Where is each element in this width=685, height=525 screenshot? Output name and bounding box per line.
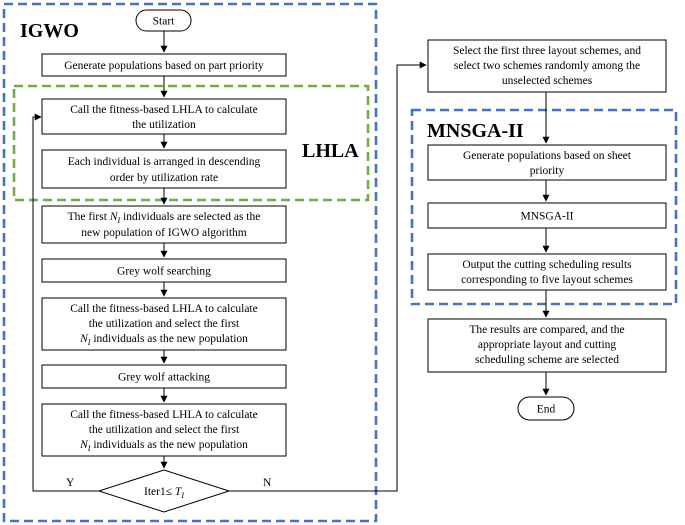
grey-wolf-searching-node — [41, 258, 287, 283]
select-layouts-line2: select two schemes randomly among the — [454, 60, 640, 72]
call-fitness-2-node — [41, 297, 287, 351]
end-label: End — [537, 404, 556, 416]
arrange-node — [41, 149, 287, 189]
call-fitness-1-node — [41, 98, 287, 135]
grey-wolf-attacking-label: Grey wolf attacking — [118, 372, 210, 384]
arrange-line2: order by utilization rate — [110, 172, 218, 184]
call-fitness-2-var: N — [79, 333, 89, 345]
first-n-line1: The first NI individuals are selected as… — [68, 211, 261, 225]
first-n-line2: new population of IGWO algorithm — [81, 227, 246, 239]
edge-label-no: N — [263, 477, 272, 489]
decision-sub: I — [180, 491, 184, 500]
select-layouts-line1: Select the first three layout schemes, a… — [453, 45, 641, 57]
lhla-group-frame — [12, 84, 370, 202]
compare-line3: scheduling scheme are selected — [475, 354, 619, 366]
mnsga-step-label: MNSGA-II — [520, 211, 573, 223]
arrange-line1: Each individual is arranged in descendin… — [68, 156, 261, 168]
output-results-node — [427, 253, 667, 291]
compare-node — [427, 318, 667, 373]
start-label: Start — [153, 16, 176, 28]
call-fitness-2-post: individuals as the new population — [90, 333, 248, 345]
first-n-post: individuals are selected as the — [120, 211, 260, 223]
compare-line1: The results are compared, and the — [469, 324, 624, 336]
first-n-sub: I — [116, 216, 120, 225]
gen-sheet-priority-line2: priority — [530, 165, 565, 177]
end-node — [517, 396, 575, 421]
call-fitness-2-line3: NI individuals as the new population — [79, 333, 248, 347]
compare-line2: appropriate layout and cutting — [478, 339, 617, 351]
call-fitness-3-post: individuals as the new population — [90, 439, 248, 451]
select-layouts-line3: unselected schemes — [502, 75, 593, 87]
grey-wolf-searching-label: Grey wolf searching — [117, 266, 211, 278]
call-fitness-1-line1: Call the fitness-based LHLA to calculate — [70, 104, 257, 116]
call-fitness-1-line2: the utilization — [132, 119, 196, 131]
call-fitness-2-line1: Call the fitness-based LHLA to calculate — [70, 303, 257, 315]
mnsga-step-node — [427, 202, 667, 229]
igwo-group-label: IGWO — [20, 20, 79, 42]
edge-no-exit — [229, 61, 427, 492]
call-fitness-3-var: N — [79, 439, 89, 451]
output-results-line2: corresponding to five layout schemes — [461, 274, 633, 286]
call-fitness-3-line1: Call the fitness-based LHLA to calculate — [70, 409, 257, 421]
gen-part-priority-node — [41, 53, 287, 77]
gen-sheet-priority-line1: Generate populations based on sheet — [463, 150, 632, 162]
decision-var: T — [175, 486, 183, 498]
start-node — [135, 9, 192, 32]
mnsga-group-frame — [410, 108, 678, 306]
iteration-decision-label: Iter1≤ TI — [144, 486, 184, 500]
first-n-var: N — [109, 211, 119, 223]
igwo-group-frame — [2, 2, 378, 523]
output-results-line1: Output the cutting scheduling results — [462, 259, 632, 271]
call-fitness-3-line2: the utilization and select the first — [89, 424, 240, 436]
call-fitness-3-line3: NI individuals as the new population — [79, 439, 248, 453]
select-layouts-node — [427, 39, 667, 93]
gen-part-priority-label: Generate populations based on part prior… — [64, 60, 264, 72]
gen-sheet-priority-node — [427, 144, 667, 181]
first-n-pre: The first — [68, 211, 110, 223]
decision-pre: Iter1≤ — [144, 486, 175, 498]
lhla-group-label: LHLA — [302, 140, 359, 162]
call-fitness-3-sub: I — [87, 444, 91, 453]
first-n-node — [41, 205, 287, 244]
edge-loop-yes — [32, 113, 99, 492]
grey-wolf-attacking-node — [41, 364, 287, 389]
call-fitness-2-sub: I — [87, 338, 91, 347]
call-fitness-3-node — [41, 403, 287, 457]
edge-label-yes: Y — [66, 477, 75, 489]
mnsga-group-label: MNSGA-II — [427, 120, 524, 142]
call-fitness-2-line2: the utilization and select the first — [89, 318, 240, 330]
iteration-decision-node — [97, 469, 231, 513]
